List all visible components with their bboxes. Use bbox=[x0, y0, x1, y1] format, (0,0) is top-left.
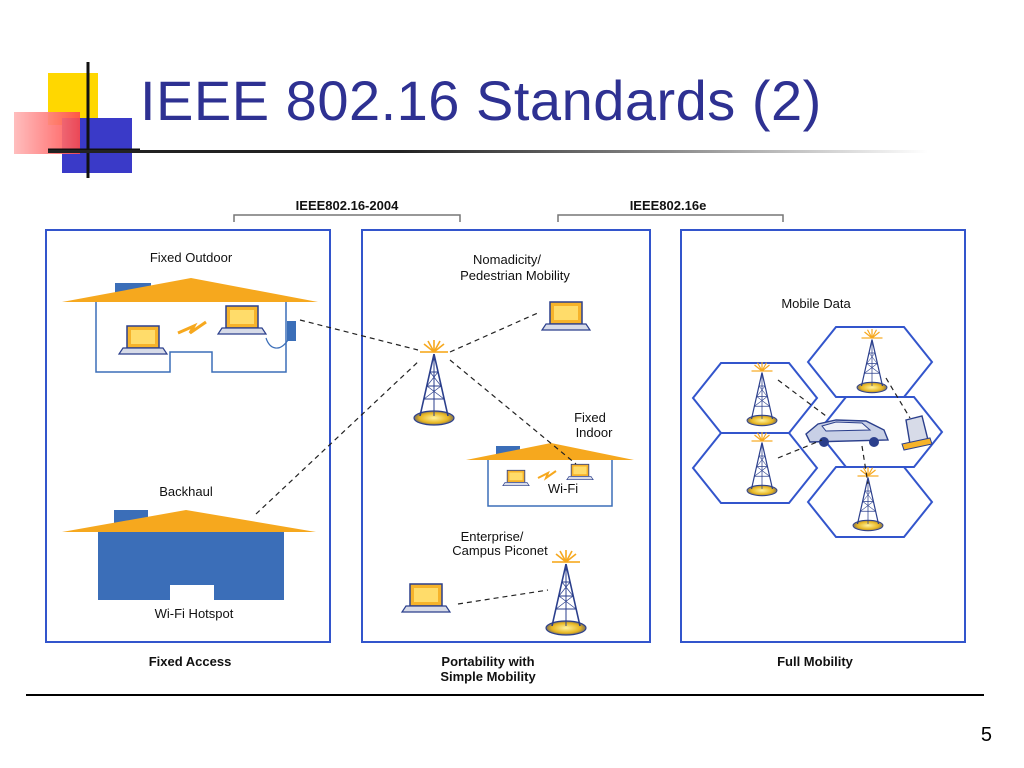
label-fixed-indoor-line1: Fixed bbox=[574, 410, 606, 425]
bracket-ieee802-16-2004 bbox=[233, 214, 461, 222]
indoor-house bbox=[466, 443, 634, 507]
outdoor-house bbox=[62, 278, 318, 373]
label-nomadicity-line2: Pedestrian Mobility bbox=[460, 268, 570, 283]
mobile-links bbox=[777, 377, 911, 485]
wifi-hotspot-building bbox=[62, 510, 316, 600]
label-nomadicity-line1: Nomadicity/ bbox=[473, 252, 541, 267]
page-number: 5 bbox=[980, 724, 992, 746]
footer-portability-line1: Portability with bbox=[441, 654, 534, 669]
hexagonal-cells bbox=[691, 326, 944, 538]
vehicle-icon bbox=[805, 419, 890, 447]
label-wifi: Wi-Fi bbox=[548, 481, 578, 496]
footer-full-mobility: Full Mobility bbox=[777, 654, 854, 669]
wireless-bolt-icon bbox=[177, 320, 207, 335]
label-backhaul: Backhaul bbox=[159, 484, 213, 499]
slide-title: IEEE 802.16 Standards (2) bbox=[140, 69, 822, 132]
bracket-label-16e: IEEE802.16e bbox=[630, 198, 707, 213]
wireless-links bbox=[255, 311, 577, 605]
bottom-rule bbox=[26, 694, 984, 696]
wimax-diagram: IEEE802.16-2004 IEEE802.16e Fixed Outdoo… bbox=[45, 198, 966, 684]
wireless-bolt-icon bbox=[537, 470, 557, 481]
label-mobile-data: Mobile Data bbox=[781, 296, 851, 311]
label-fixed-indoor-line2: Indoor bbox=[576, 425, 614, 440]
footer-fixed-access: Fixed Access bbox=[149, 654, 232, 669]
pda-device-icon bbox=[901, 415, 933, 451]
label-wifi-hotspot: Wi-Fi Hotspot bbox=[155, 606, 234, 621]
bracket-label-2004: IEEE802.16-2004 bbox=[296, 198, 399, 213]
label-fixed-outdoor: Fixed Outdoor bbox=[150, 250, 233, 265]
title-underline bbox=[48, 150, 928, 153]
panel-portability bbox=[361, 229, 651, 643]
bracket-ieee802-16e bbox=[557, 214, 784, 222]
footer-portability-line2: Simple Mobility bbox=[440, 669, 536, 684]
label-enterprise-line1: Enterprise/ bbox=[461, 529, 524, 544]
outdoor-antenna-icon bbox=[287, 321, 296, 341]
label-enterprise-line2: Campus Piconet bbox=[452, 543, 548, 558]
